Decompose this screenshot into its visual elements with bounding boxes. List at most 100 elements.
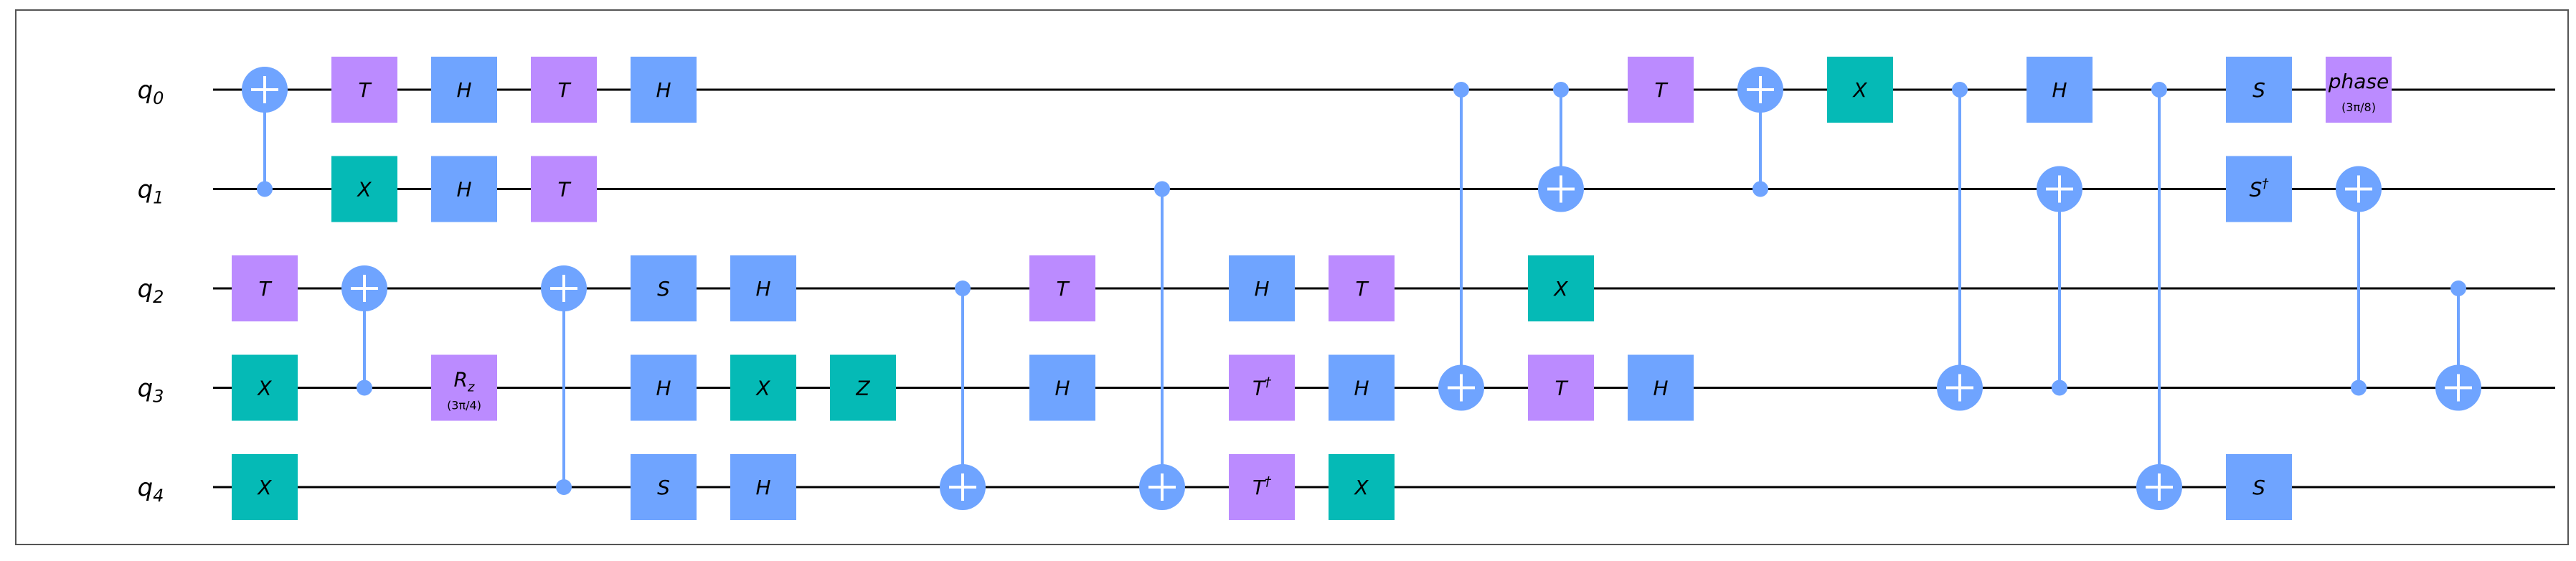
gate-label: T bbox=[258, 277, 272, 301]
gate-box bbox=[531, 57, 597, 123]
gate-box bbox=[1528, 255, 1594, 321]
gate-label: T bbox=[1355, 277, 1369, 301]
gate-label: T bbox=[557, 178, 571, 202]
gate-h-q0-col18: H bbox=[2027, 57, 2093, 123]
gate-label: X bbox=[356, 178, 372, 202]
gate-t-q3-col10: T† bbox=[1229, 354, 1295, 421]
gate-s-q4-col4: S bbox=[631, 454, 697, 520]
gate-box bbox=[1029, 255, 1095, 321]
gate-box bbox=[730, 454, 796, 520]
control-dot bbox=[1453, 82, 1469, 98]
cnot-gate-c1-t0-col15 bbox=[1737, 67, 1783, 197]
gate-label: S bbox=[657, 476, 670, 499]
gate-box bbox=[1628, 57, 1694, 123]
gate-label: H bbox=[1354, 377, 1369, 400]
gate-label: T† bbox=[1252, 474, 1272, 499]
gate-t-q0-col14: T bbox=[1628, 57, 1694, 123]
qubit-label-3: q3 bbox=[138, 374, 164, 407]
gate-box bbox=[1528, 354, 1594, 421]
gate-box bbox=[431, 57, 497, 123]
gate-x-q3-col5: X bbox=[730, 354, 796, 421]
gate-label: T bbox=[358, 78, 372, 102]
control-dot bbox=[1752, 181, 1768, 197]
gate-box bbox=[2226, 454, 2292, 520]
control-dot bbox=[2450, 280, 2466, 296]
gate-label: T bbox=[1056, 277, 1070, 301]
gate-h-q1-col2: H bbox=[431, 156, 497, 222]
gate-label: H bbox=[755, 476, 770, 499]
gate-label: T bbox=[557, 78, 571, 102]
gate-box bbox=[1029, 354, 1095, 421]
gate-label: H bbox=[1055, 377, 1070, 400]
gate-label: H bbox=[456, 178, 471, 202]
gate-h-q3-col4: H bbox=[631, 354, 697, 421]
gate-t-q0-col3: T bbox=[531, 57, 597, 123]
gate-label: H bbox=[456, 78, 471, 102]
cnot-gate-c0-t3-col12 bbox=[1438, 82, 1484, 411]
gate-s-q4-col20: S bbox=[2226, 454, 2292, 520]
qubit-label-0: q0 bbox=[138, 76, 164, 108]
gate-box bbox=[331, 57, 397, 123]
gate-box bbox=[631, 255, 697, 321]
gate-h-q3-col11: H bbox=[1329, 354, 1395, 421]
gate-t-q4-col10: T† bbox=[1229, 454, 1295, 520]
gate-label: H bbox=[656, 377, 671, 400]
gate-phase-q0-col21: phase (3π/8) bbox=[2326, 57, 2392, 123]
cnot-gate-c3-t1-col21 bbox=[2336, 166, 2382, 396]
gate-label: phase bbox=[2328, 70, 2389, 93]
gate-x-q0-col16: X bbox=[1827, 57, 1893, 123]
gate-box bbox=[1827, 57, 1893, 123]
qubit-label-4: q4 bbox=[138, 473, 164, 506]
gate-box bbox=[1628, 354, 1694, 421]
gate-label: X bbox=[1353, 476, 1369, 499]
gate-label: S bbox=[657, 277, 670, 301]
gate-label: T bbox=[1554, 377, 1568, 400]
gate-parameter: (3π/8) bbox=[2341, 100, 2376, 114]
gate-box bbox=[1329, 454, 1395, 520]
gate-x-q4-col0: X bbox=[232, 454, 298, 520]
gate-box bbox=[232, 255, 298, 321]
control-dot bbox=[1154, 181, 1170, 197]
control-dot bbox=[357, 380, 372, 396]
gates: TXXTXHHRz(3π/4)TTHSHSHXHZTHHT†T†THXXTTHX… bbox=[232, 57, 2481, 520]
gate-box bbox=[1229, 255, 1295, 321]
control-dot bbox=[2351, 380, 2367, 396]
gate-label: H bbox=[2052, 78, 2067, 102]
control-dot bbox=[556, 479, 572, 495]
gate-r-q3-col2: Rz(3π/4) bbox=[431, 354, 497, 421]
gate-label: X bbox=[256, 476, 272, 499]
gate-box bbox=[232, 454, 298, 520]
cnot-gate-c4-t2-col3 bbox=[541, 265, 587, 495]
cnot-gate-c3-t1-col18 bbox=[2037, 166, 2082, 396]
gate-box bbox=[730, 354, 796, 421]
gate-box bbox=[830, 354, 896, 421]
gate-h-q0-col4: H bbox=[631, 57, 697, 123]
gate-t-q2-col0: T bbox=[232, 255, 298, 321]
gate-x-q1-col1: X bbox=[331, 156, 397, 222]
gate-box bbox=[2027, 57, 2093, 123]
gate-label: X bbox=[1851, 78, 1867, 102]
gate-x-q3-col0: X bbox=[232, 354, 298, 421]
gate-label: T bbox=[1654, 78, 1668, 102]
gate-parameter: (3π/4) bbox=[447, 399, 481, 412]
gate-box bbox=[2226, 57, 2292, 123]
gate-x-q2-col13: X bbox=[1528, 255, 1594, 321]
cnot-gate-c1-t0-col0 bbox=[242, 67, 288, 197]
gate-s-q1-col20: S† bbox=[2226, 156, 2292, 222]
gate-h-q0-col2: H bbox=[431, 57, 497, 123]
gate-label: H bbox=[1653, 377, 1668, 400]
control-dot bbox=[2151, 82, 2167, 98]
gate-box bbox=[2226, 156, 2292, 222]
gate-t-q2-col8: T bbox=[1029, 255, 1095, 321]
gate-label: S bbox=[2252, 476, 2265, 499]
gate-label: X bbox=[1552, 277, 1568, 301]
gate-label: H bbox=[1254, 277, 1269, 301]
gate-box bbox=[631, 57, 697, 123]
gate-t-q1-col3: T bbox=[531, 156, 597, 222]
gate-box bbox=[431, 354, 497, 421]
gate-box bbox=[1229, 354, 1295, 421]
gate-h-q3-col14: H bbox=[1628, 354, 1694, 421]
gate-box bbox=[2326, 57, 2392, 123]
